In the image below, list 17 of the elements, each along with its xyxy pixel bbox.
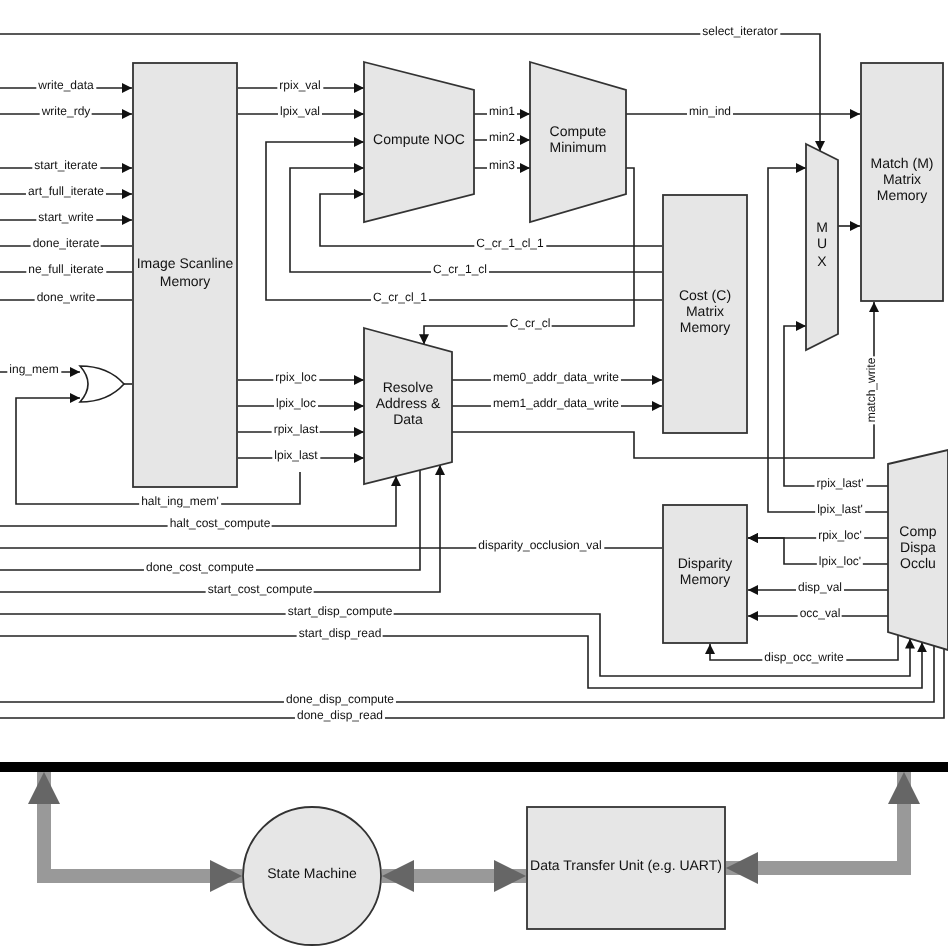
arrow — [0, 613, 915, 677]
arrow — [419, 167, 635, 346]
arrow — [837, 221, 861, 231]
arrow — [265, 137, 663, 301]
arrow — [28, 772, 242, 892]
or-gate-symbol — [80, 366, 124, 402]
arrow — [767, 163, 889, 513]
arrow — [0, 635, 927, 689]
arrow — [625, 109, 861, 119]
signal-line — [0, 648, 945, 719]
signal-line — [0, 645, 935, 703]
arrow — [382, 860, 526, 892]
bus-bar — [0, 762, 948, 772]
arrow — [0, 33, 825, 152]
arrow — [289, 163, 663, 273]
arrow — [726, 772, 920, 884]
signal-line — [123, 383, 133, 385]
